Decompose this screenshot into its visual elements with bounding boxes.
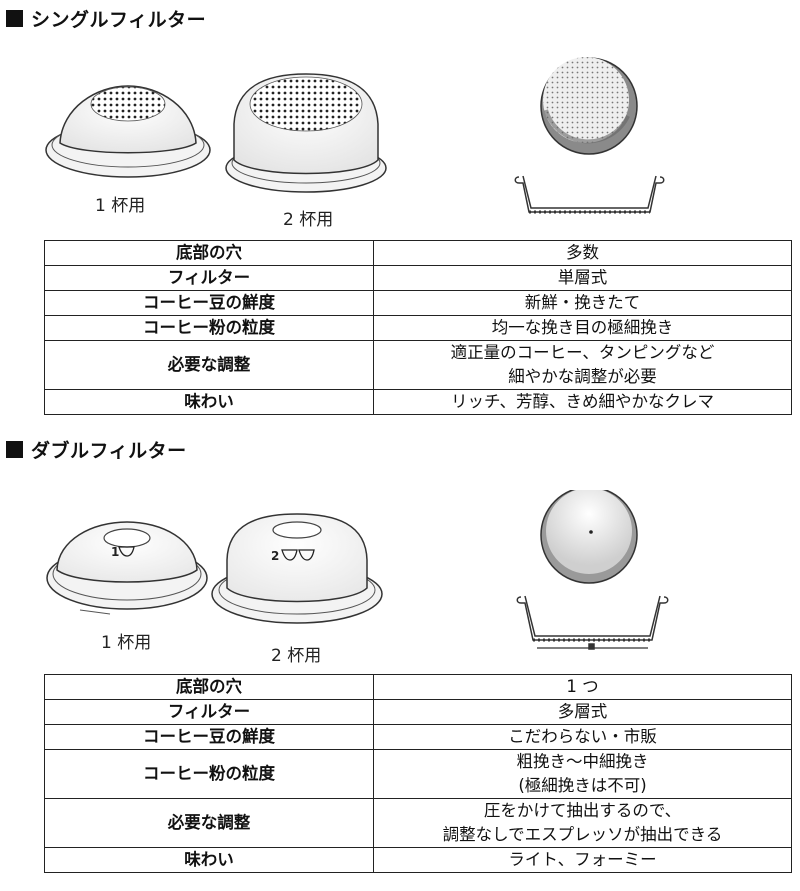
row-label: フィルター xyxy=(44,265,374,291)
single-filter-top-view-image xyxy=(540,57,638,155)
table-row: コーヒー粉の粒度 均一な挽き目の極細挽き xyxy=(44,315,792,341)
row-value: 粗挽き〜中細挽き(極細挽きは不可) xyxy=(373,749,792,799)
double-1cup-caption: 1 杯用 xyxy=(101,633,152,653)
double-filter-title: ダブルフィルター xyxy=(31,439,187,462)
double-2cup-filter-image: 2 xyxy=(211,513,383,624)
single-filter-title: シングルフィルター xyxy=(31,8,207,31)
table-row: 味わい リッチ、芳醇、きめ細やかなクレマ xyxy=(44,389,792,415)
row-label: コーヒー豆の鮮度 xyxy=(44,724,374,750)
double-filter-spec-table: 底部の穴 1 つ フィルター 多層式 コーヒー豆の鮮度 こだわらない・市販 コー… xyxy=(44,674,792,873)
row-label: フィルター xyxy=(44,699,374,725)
svg-text:2: 2 xyxy=(271,549,279,563)
table-row: コーヒー豆の鮮度 こだわらない・市販 xyxy=(44,724,792,750)
row-value: 新鮮・挽きたて xyxy=(373,290,792,316)
table-row: 底部の穴 1 つ xyxy=(44,674,792,700)
double-1cup-filter-image: 1 xyxy=(46,521,208,615)
table-row: 必要な調整 適正量のコーヒー、タンピングなど細やかな調整が必要 xyxy=(44,340,792,390)
row-value: 単層式 xyxy=(373,265,792,291)
table-row: コーヒー粉の粒度 粗挽き〜中細挽き(極細挽きは不可) xyxy=(44,749,792,799)
row-label: 底部の穴 xyxy=(44,674,374,700)
table-row: 底部の穴 多数 xyxy=(44,240,792,266)
row-label: 必要な調整 xyxy=(44,798,374,848)
double-filter-cross-section-image xyxy=(516,595,669,650)
row-label: コーヒー粉の粒度 xyxy=(44,749,374,799)
square-bullet-icon xyxy=(6,440,23,458)
row-value: 圧をかけて抽出するので、調整なしでエスプレッソが抽出できる xyxy=(373,798,792,848)
single-filter-cross-section-image xyxy=(514,175,665,214)
table-row: 味わい ライト、フォーミー xyxy=(44,847,792,873)
double-2cup-caption: 2 杯用 xyxy=(271,646,322,666)
single-filter-heading: シングルフィルター xyxy=(6,6,207,31)
single-filter-illustration xyxy=(45,57,665,214)
row-value: 均一な挽き目の極細挽き xyxy=(373,315,792,341)
single-filter-spec-table: 底部の穴 多数 フィルター 単層式 コーヒー豆の鮮度 新鮮・挽きたて コーヒー粉… xyxy=(44,240,792,415)
table-row: フィルター 単層式 xyxy=(44,265,792,291)
table-row: フィルター 多層式 xyxy=(44,699,792,725)
row-label: 味わい xyxy=(44,389,374,415)
row-label: 味わい xyxy=(44,847,374,873)
table-row: 必要な調整 圧をかけて抽出するので、調整なしでエスプレッソが抽出できる xyxy=(44,798,792,848)
single-2cup-filter-image xyxy=(225,73,387,193)
svg-text:1: 1 xyxy=(111,545,119,559)
row-label: 底部の穴 xyxy=(44,240,374,266)
row-value: こだわらない・市販 xyxy=(373,724,792,750)
row-label: 必要な調整 xyxy=(44,340,374,390)
row-value: 1 つ xyxy=(373,674,792,700)
double-filter-illustration: 1 2 xyxy=(46,490,669,650)
table-row: コーヒー豆の鮮度 新鮮・挽きたて xyxy=(44,290,792,316)
single-1cup-caption: 1 杯用 xyxy=(95,196,146,216)
row-label: コーヒー粉の粒度 xyxy=(44,315,374,341)
row-value: 適正量のコーヒー、タンピングなど細やかな調整が必要 xyxy=(373,340,792,390)
double-filter-top-view-image xyxy=(540,490,638,584)
row-value: 多層式 xyxy=(373,699,792,725)
square-bullet-icon xyxy=(6,9,23,27)
single-2cup-caption: 2 杯用 xyxy=(283,210,334,230)
row-label: コーヒー豆の鮮度 xyxy=(44,290,374,316)
double-filter-heading: ダブルフィルター xyxy=(6,437,187,462)
row-value: ライト、フォーミー xyxy=(373,847,792,873)
single-1cup-filter-image xyxy=(45,85,211,178)
row-value: 多数 xyxy=(373,240,792,266)
row-value: リッチ、芳醇、きめ細やかなクレマ xyxy=(373,389,792,415)
